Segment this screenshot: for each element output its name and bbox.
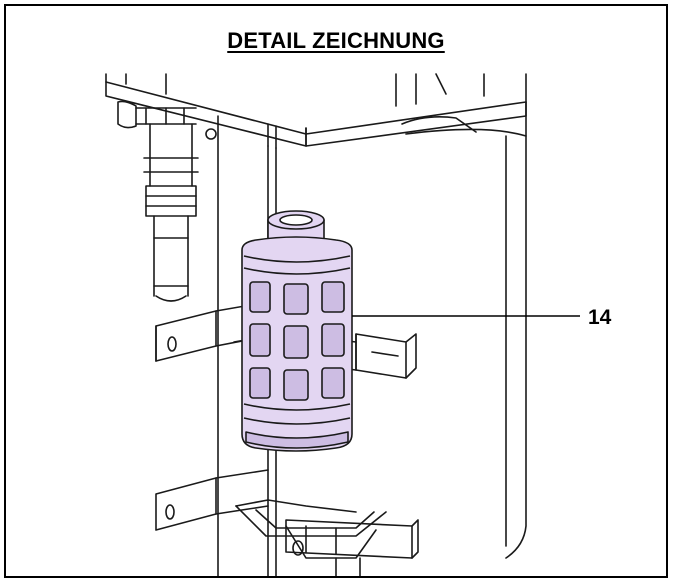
drawing-title: DETAIL ZEICHNUNG [227, 28, 445, 53]
detail-drawing-frame: DETAIL ZEICHNUNG [4, 4, 668, 578]
top-housing-plate [105, 73, 527, 149]
callout-label-14: 14 [588, 306, 612, 329]
technical-drawing [105, 73, 580, 576]
pneumatic-fitting [117, 100, 217, 302]
lower-bracket [155, 469, 419, 576]
filter-element [241, 210, 353, 452]
